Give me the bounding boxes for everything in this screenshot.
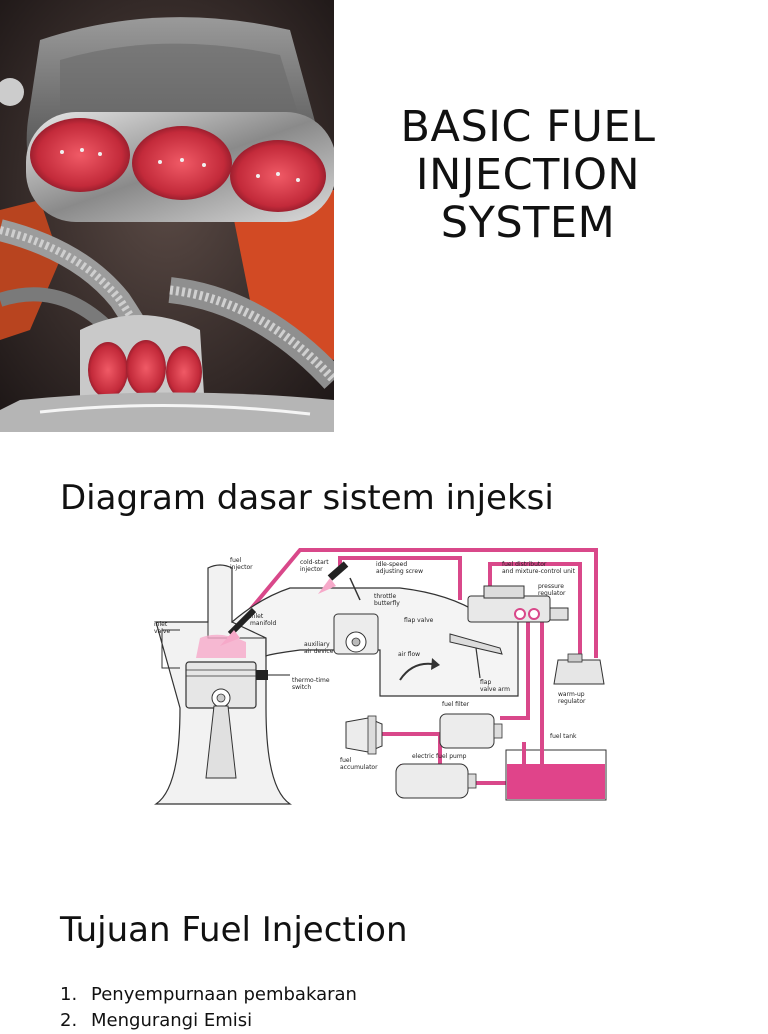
label-air-flow: air flow [398,651,420,658]
label-pressure-regulator: regulator [538,590,566,597]
engine-intake-photo [0,0,334,432]
label-inlet-manifold: manifold [250,620,276,627]
fuel-filter [439,713,503,749]
purpose-list: 1. Penyempurnaan pembakaran 2. Mengurang… [60,982,357,1034]
slide-title: BASIC FUEL INJECTION SYSTEM [360,103,696,247]
label-cold-start-injector: cold-start [300,559,329,566]
label-electric-fuel-pump: electric fuel pump [412,753,467,760]
fuel-distributor [467,585,569,623]
diagram-slide: Diagram dasar sistem injeksi [0,446,768,886]
label-fuel-filter: fuel filter [442,701,470,708]
label-thermo-time-switch: thermo-time [292,677,330,684]
electric-fuel-pump [395,763,477,799]
fuel-tank [505,742,607,801]
label-fuel-tank: fuel tank [550,733,577,740]
label-cold-start-injector: injector [300,566,323,573]
label-idle-speed-screw: idle-speed [376,561,407,568]
title-slide: BASIC FUEL INJECTION SYSTEM [0,0,768,434]
list-text: Mengurangi Emisi [91,1010,253,1031]
list-item: 1. Penyempurnaan pembakaran [60,982,357,1008]
label-throttle-butterfly: throttle [374,593,397,600]
fuel-lines [248,548,598,785]
title-line: INJECTION [415,149,641,200]
label-inlet-valve: valve [154,628,170,635]
label-warm-up-regulator: warm-up [558,691,585,698]
warm-up-regulator [553,653,605,685]
label-thermo-time-switch: switch [292,684,311,691]
label-pressure-regulator: pressure [538,583,564,590]
label-flap-valve-arm: flap [480,679,491,686]
label-fuel-distributor: fuel distributor [502,561,547,568]
label-fuel-accumulator: fuel [340,757,352,764]
label-inlet-valve: inlet [154,621,168,628]
fuel-accumulator [345,715,383,755]
list-number: 1. [60,984,78,1005]
title-line: BASIC FUEL [400,101,656,152]
title-line: SYSTEM [440,197,616,248]
label-throttle-butterfly: butterfly [374,600,400,607]
diagram-heading: Diagram dasar sistem injeksi [60,478,554,518]
label-fuel-injector: injector [230,564,253,571]
label-idle-speed-screw: adjusting screw [376,568,423,575]
list-item: 2. Mengurangi Emisi [60,1008,357,1034]
inlet-manifold [220,561,519,697]
purpose-heading: Tujuan Fuel Injection [60,910,408,950]
label-auxiliary-air-device: auxiliary [304,641,330,648]
label-warm-up-regulator: regulator [558,698,586,705]
label-auxiliary-air-device: air device [304,648,334,655]
list-text: Penyempurnaan pembakaran [91,984,357,1005]
list-number: 2. [60,1010,78,1031]
label-fuel-distributor: and mixture-control unit [502,568,576,575]
label-fuel-accumulator: accumulator [340,764,378,771]
purpose-slide: Tujuan Fuel Injection 1. Penyempurnaan p… [0,890,768,1031]
label-fuel-injector: fuel [230,557,242,564]
label-flap-valve-arm: valve arm [480,686,510,693]
label-inlet-manifold: inlet [250,613,264,620]
label-flap-valve: flap valve [404,617,434,624]
